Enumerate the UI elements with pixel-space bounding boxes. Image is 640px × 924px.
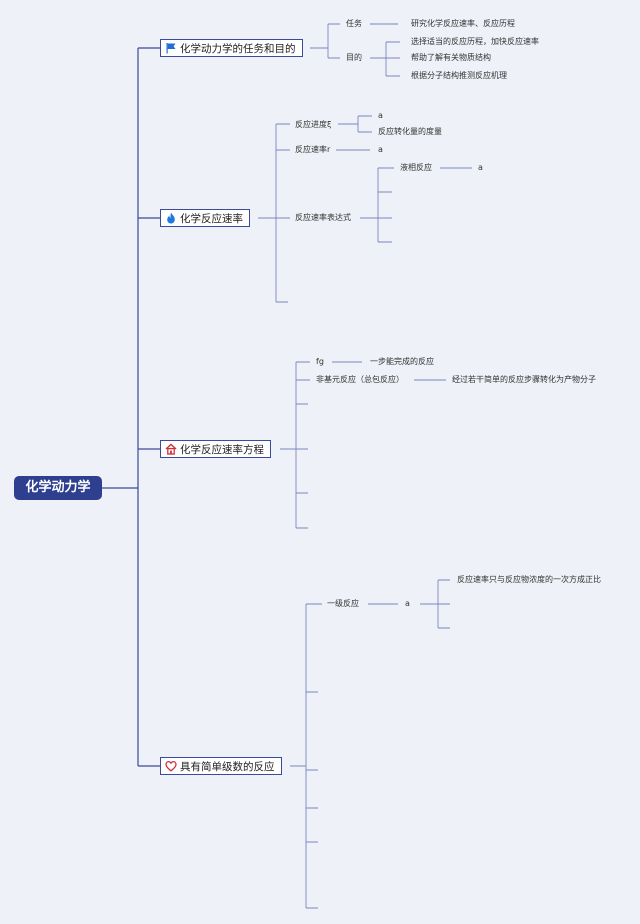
branch-title: 化学反应速率方程 [180,444,264,456]
house-icon [165,443,177,455]
extent-desc: 反应转化量的度量 [378,127,442,136]
goal-label: 目的 [346,53,362,62]
extent-a: a [378,111,383,120]
branch-reaction-rate[interactable]: 化学反应速率 [160,209,250,227]
nonelementary-text: 经过若干简单的反应步骤转化为产物分子 [452,375,596,384]
rate-label: 反应速率r [295,145,331,154]
liquid-a: a [478,163,483,172]
flame-icon [167,212,175,224]
extent-label: 反应进度ξ [295,120,332,129]
nonelementary-label: 非基元反应（总包反应） [316,375,404,384]
branch-rate-equation[interactable]: 化学反应速率方程 [160,440,271,458]
goal-item: 根据分子结构推测反应机理 [411,71,507,80]
branch-title: 具有简单级数的反应 [180,761,275,773]
fg-text: 一步能完成的反应 [370,357,434,366]
liquid-label: 液相反应 [400,163,432,172]
flag-icon [166,43,176,54]
fg-label: fg [316,357,324,366]
branch-task-goal[interactable]: 化学动力学的任务和目的 [160,39,303,57]
root-node[interactable]: 化学动力学 [14,476,102,500]
rate-a: a [378,145,383,154]
branch-simple-order[interactable]: 具有简单级数的反应 [160,757,282,775]
goal-item: 帮助了解有关物质结构 [411,53,491,62]
branch-title: 化学反应速率 [180,213,243,225]
heart-icon [165,760,177,772]
first-order-a: a [405,599,410,608]
task-label: 任务 [346,19,362,28]
expr-label: 反应速率表达式 [295,213,351,222]
task-text: 研究化学反应速率、反应历程 [411,19,515,28]
first-order-text: 反应速率只与反应物浓度的一次方成正比 [457,575,601,584]
branch-title: 化学动力学的任务和目的 [180,43,296,55]
goal-item: 选择适当的反应历程，加快反应速率 [411,37,539,46]
first-order-label: 一级反应 [327,599,359,608]
